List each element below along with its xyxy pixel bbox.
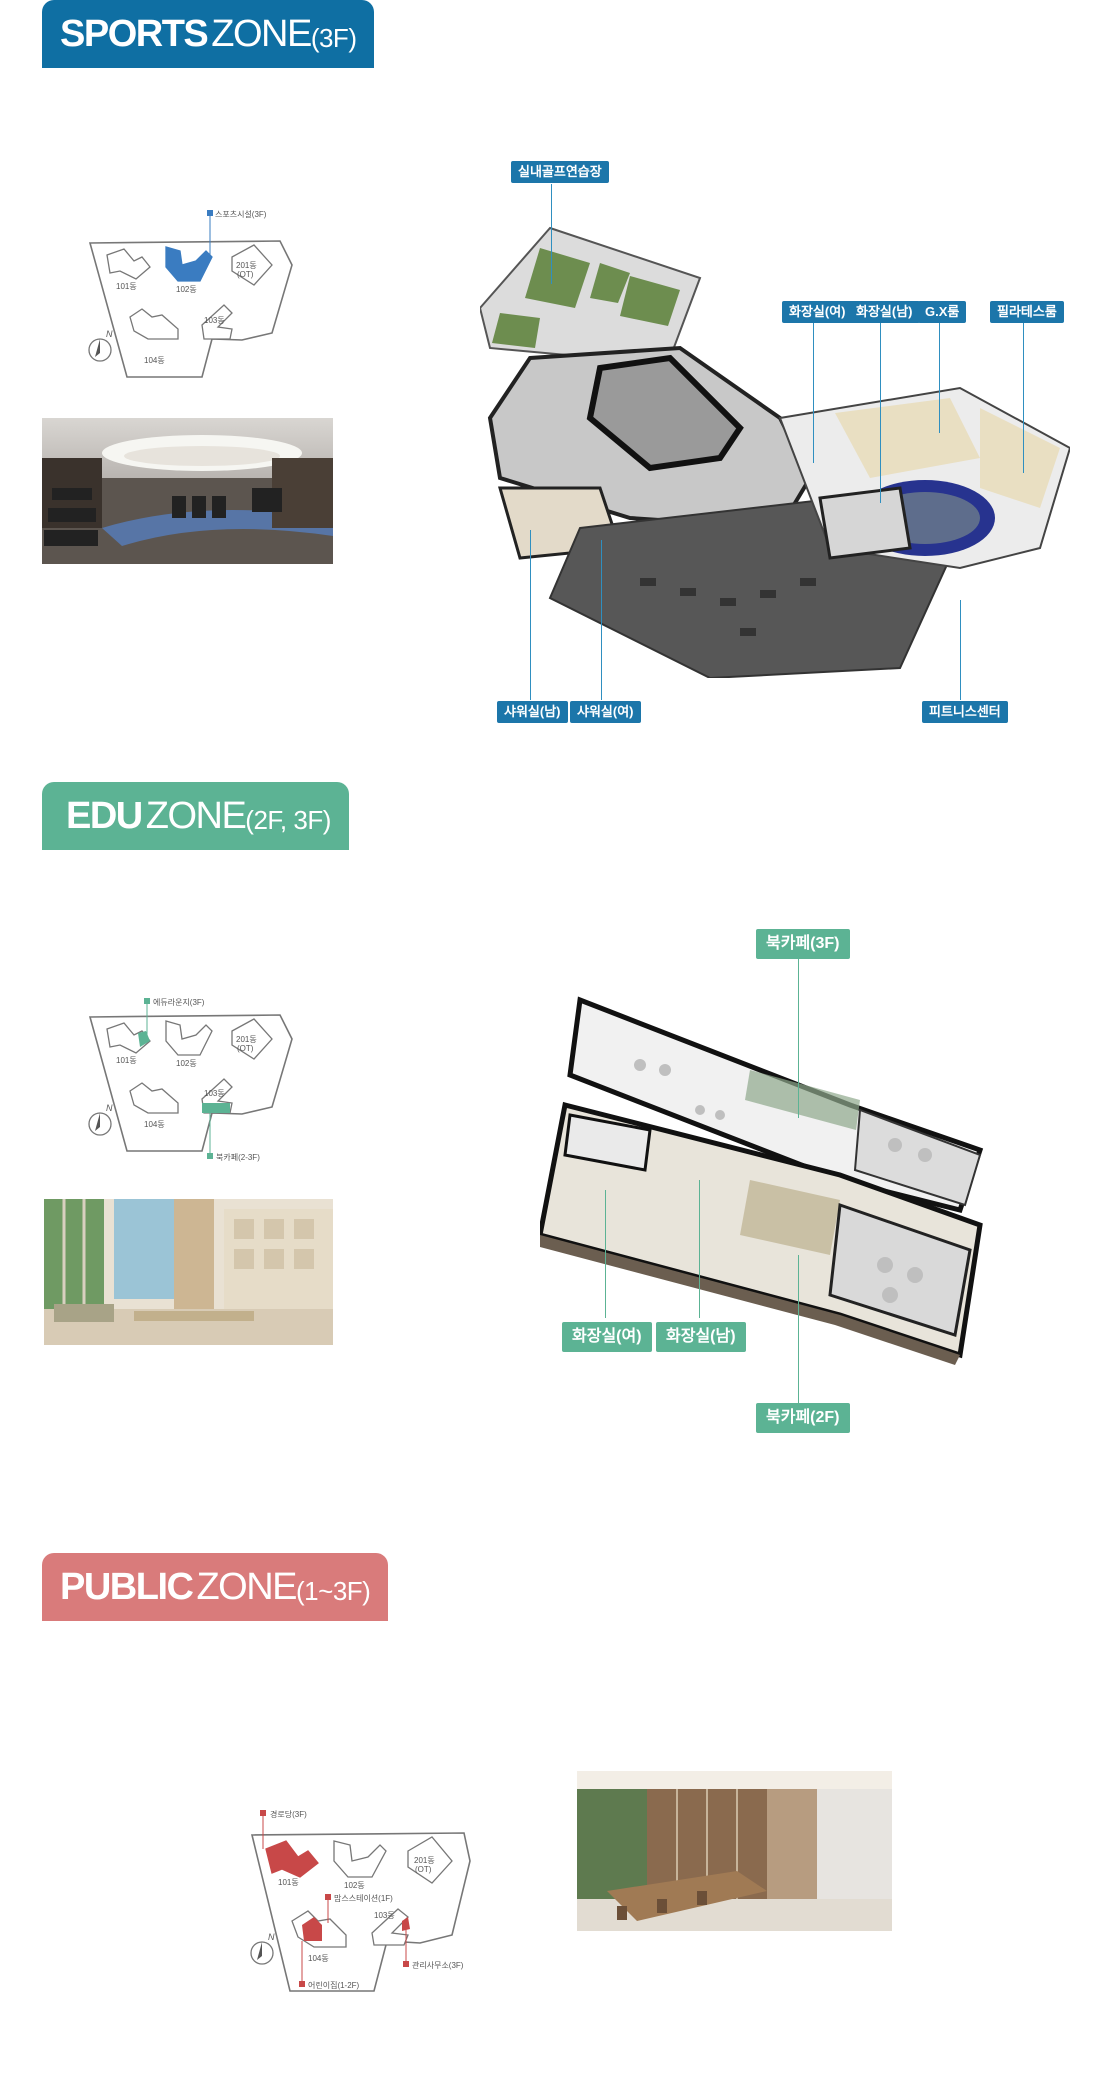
sports-floor-plan [478,218,1072,680]
label-fitness-center: 피트니스센터 [922,701,1008,723]
label-gx-room: G.X룸 [918,301,967,323]
label-bookcafe-3f: 북카페(3F) [756,929,850,959]
edu-zone-title-light: ZONE [145,794,247,837]
edu-map-building-101: 101동 [116,1056,137,1065]
edu-map-building-ot: (OT) [237,1044,254,1053]
public-map-building-ot: (OT) [415,1865,432,1874]
svg-text:N: N [106,329,113,339]
edu-leader-bookcafe-2f [798,1255,799,1403]
svg-text:N: N [106,1103,113,1113]
sports-zone-title-light: ZONE [211,12,312,55]
edu-leader-restroom-f [605,1190,606,1318]
sports-leader-shower-f [601,540,602,700]
edu-map-building-103: 103동 [204,1089,225,1098]
public-map-building-102: 102동 [344,1881,365,1890]
public-map-building-201: 201동 [414,1856,435,1865]
svg-text:N: N [268,1932,275,1942]
edu-map-marker-label-top: 에듀라운지(3F) [153,998,205,1007]
edu-map-building-201: 201동 [236,1035,257,1044]
public-zone-header: PUBLIC ZONE (1~3F) [42,1553,389,1621]
sports-leader-gx [939,323,940,433]
public-map-building-104: 104동 [308,1954,329,1963]
public-map-marker-daycare: 어린이집(1-2F) [308,1981,360,1990]
sports-zone-floor: (3F) [310,22,357,53]
sports-leader-shower-m [530,530,531,700]
label-pilates-room: 필라테스룸 [990,301,1064,323]
public-zone-floor: (1~3F) [296,1575,371,1606]
sports-map-building-102: 102동 [176,285,197,294]
public-map-building-103: 103동 [374,1911,395,1920]
sports-site-map: N 스포츠시설(3F) 101동 102동 201동 (OT) 103동 104… [82,205,302,380]
edu-map-building-102: 102동 [176,1059,197,1068]
public-map-building-101: 101동 [278,1878,299,1887]
sports-map-marker-label: 스포츠시설(3F) [215,210,267,219]
public-zone-title-light: ZONE [196,1565,297,1608]
label-sports-restroom-f: 화장실(여) [782,301,853,323]
edu-leader-bookcafe-3f [798,958,799,1118]
sports-leader-golf [551,184,552,284]
sports-leader-pilates [1023,323,1024,473]
sports-zone-header: SPORTS ZONE (3F) [42,0,375,68]
sports-map-building-201: 201동 [236,261,257,270]
edu-map-building-104: 104동 [144,1120,165,1129]
edu-zone-floor: (2F, 3F) [245,804,331,835]
public-map-marker-senior: 경로당(3F) [270,1810,307,1819]
label-edu-restroom-m: 화장실(남) [656,1322,746,1352]
edu-zone-header: EDU ZONE (2F, 3F) [42,782,349,850]
edu-lounge-photo [44,1199,333,1345]
edu-leader-restroom-m [699,1180,700,1318]
sports-zone-title-bold: SPORTS [60,12,209,55]
edu-site-map: N 에듀라운지(3F) 북카페(2-3F) 101동 102동 201동 (OT… [82,995,302,1170]
label-indoor-golf: 실내골프연습장 [511,161,609,183]
edu-floor-plan [537,995,990,1365]
sports-map-building-ot: (OT) [237,270,254,279]
public-site-map: N 경로당(3F) 맘스스테이션(1F) 관리사무소(3F) 어린이집(1-2F… [242,1805,482,2005]
sports-map-building-103: 103동 [204,316,225,325]
sports-map-building-104: 104동 [144,356,165,365]
public-zone-title-bold: PUBLIC [60,1565,194,1608]
label-bookcafe-2f: 북카페(2F) [756,1403,850,1433]
label-sports-restroom-m: 화장실(남) [849,301,920,323]
sports-leader-fitness [960,600,961,700]
label-edu-restroom-f: 화장실(여) [562,1322,652,1352]
sports-map-building-101: 101동 [116,282,137,291]
public-lounge-photo [577,1771,892,1931]
edu-zone-title-bold: EDU [66,794,143,837]
public-map-marker-office: 관리사무소(3F) [412,1961,464,1970]
edu-map-marker-label-bottom: 북카페(2-3F) [216,1153,260,1162]
label-shower-f: 샤워실(여) [570,701,641,723]
sports-fitness-photo [42,418,333,564]
public-map-marker-pickup: 맘스스테이션(1F) [334,1894,393,1903]
sports-leader-restroom-m [880,323,881,503]
sports-leader-restroom-f [813,323,814,463]
label-shower-m: 샤워실(남) [497,701,568,723]
